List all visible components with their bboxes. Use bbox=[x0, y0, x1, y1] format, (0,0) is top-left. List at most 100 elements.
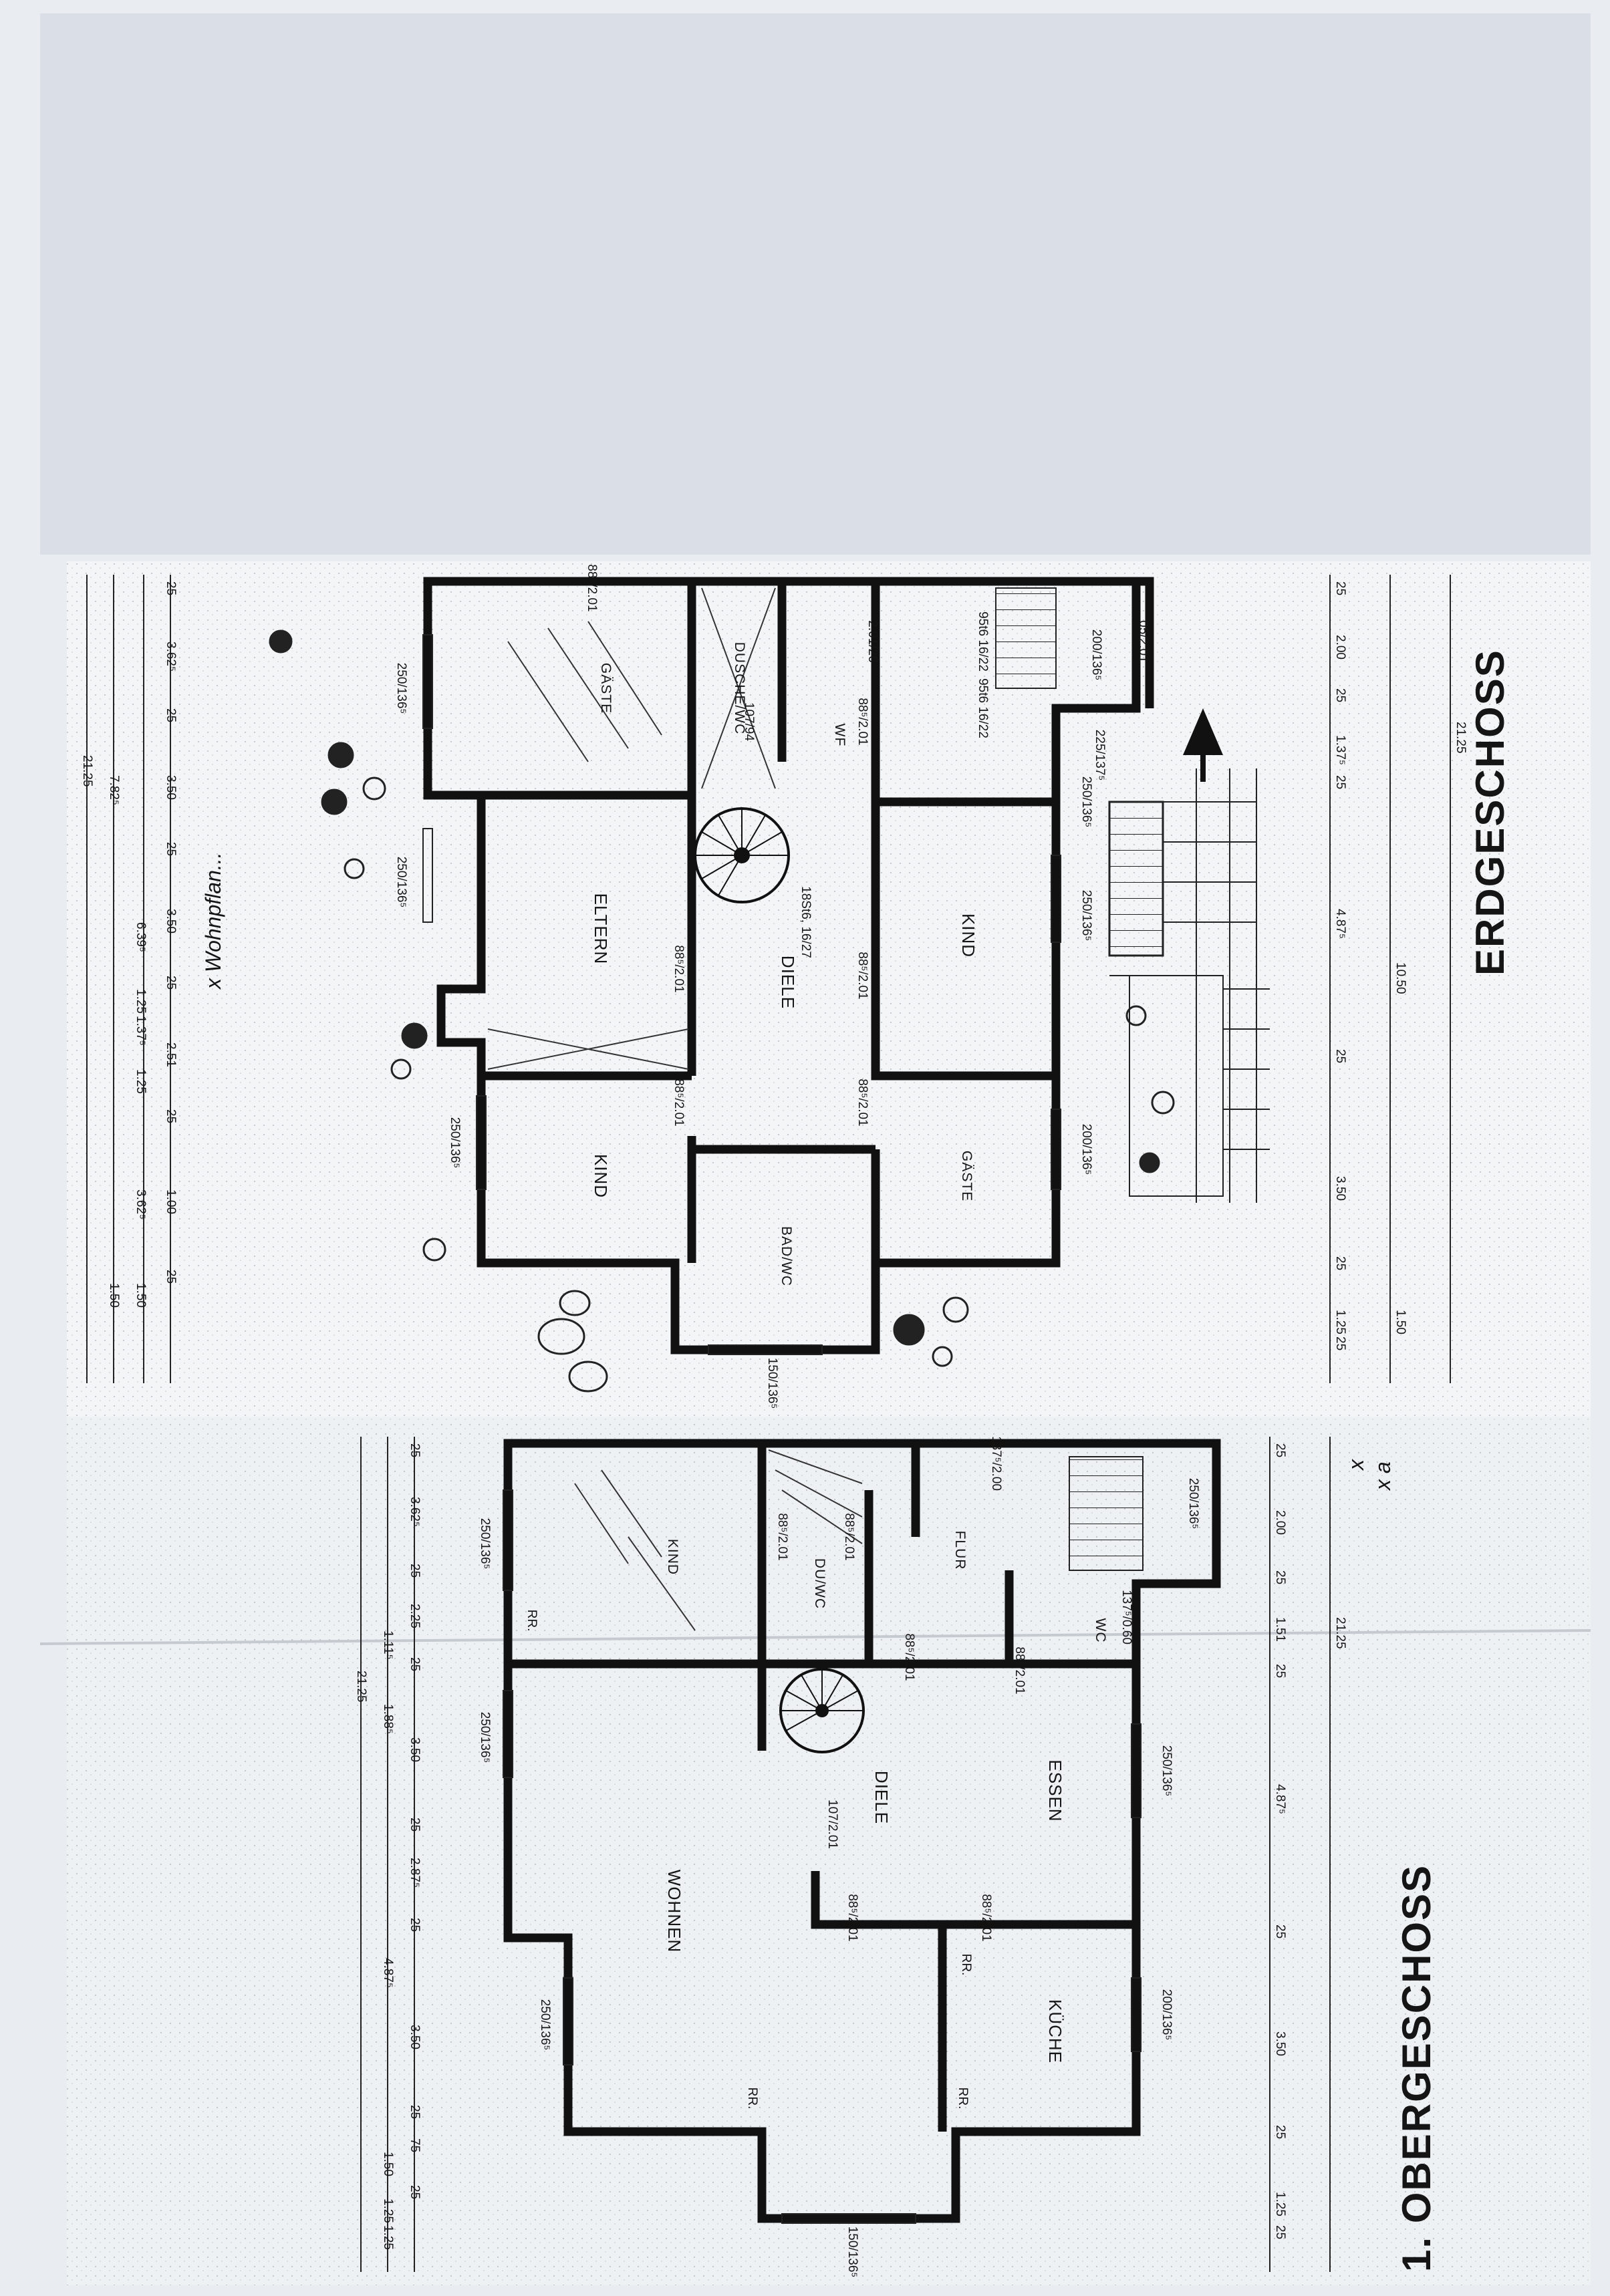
uf-dim-top1: 25 bbox=[408, 1818, 422, 1832]
entrance-arrow-icon bbox=[1183, 708, 1223, 755]
uf-door-label: 88⁵/2.01 bbox=[902, 1633, 916, 1681]
uf-dim-top2: 1.25 bbox=[381, 2198, 395, 2223]
uf-dim-top1: 25 bbox=[408, 1918, 422, 1932]
ground-planter bbox=[1109, 975, 1224, 1197]
uf-dim-top1: 25 bbox=[408, 2185, 422, 2199]
uf-dimension-lines bbox=[360, 1437, 1331, 2272]
uf-door-label: 88⁵/2.01 bbox=[1013, 1646, 1027, 1694]
ground-wall-bad bbox=[687, 1136, 880, 1263]
uf-dim-top1: 3.50 bbox=[408, 1737, 422, 1762]
gf-window-label: 250/136⁵ bbox=[448, 1117, 462, 1169]
gf-dim-top1: 2.51 bbox=[164, 1042, 178, 1067]
gf-room-wf: WF bbox=[832, 724, 847, 747]
upper-windows bbox=[503, 1489, 1142, 2224]
uf-rr-labels: RR. RR. RR. RR. bbox=[525, 1610, 973, 2110]
uf-door-label: 88⁵/2.01 bbox=[842, 1513, 856, 1560]
gf-door-label: 107/94 bbox=[742, 702, 756, 742]
uf-door-label: 88⁵/2.01 bbox=[775, 1513, 789, 1560]
gf-dim-top1: 1.00 bbox=[164, 1189, 178, 1214]
uf-dim-top2: 1.25 bbox=[381, 2225, 395, 2250]
gf-dim-bottom1: 3.50 bbox=[1333, 1176, 1347, 1201]
uf-window-labels: 250/136⁵ 250/136⁵ 250/136⁵ 250/136⁵ 200/… bbox=[478, 1478, 1200, 2278]
uf-dim-top2: 4.87⁵ bbox=[381, 1958, 395, 1988]
print-noise bbox=[67, 561, 1591, 2285]
uf-rr-label: RR. bbox=[956, 2088, 970, 2110]
uf-window-label: 200/136⁵ bbox=[1160, 1989, 1174, 2041]
uf-room-essen: ESSEN bbox=[1045, 1759, 1065, 1822]
gf-window-label: 200/136⁵ bbox=[1079, 1124, 1093, 1175]
uf-room-flur: FLUR bbox=[952, 1531, 968, 1570]
uf-dim-top-total: 21.25 bbox=[354, 1671, 368, 1703]
uf-dim-top1: 2.87⁵ bbox=[408, 1858, 422, 1888]
ground-wall-kind-gaste bbox=[871, 802, 1056, 1081]
upper-wall-diele bbox=[757, 1664, 1136, 1929]
uf-rr-label: RR. bbox=[745, 2088, 759, 2110]
uf-dim-top1: 25 bbox=[408, 1443, 422, 1457]
uf-dim-top2: 1.88⁵ bbox=[381, 1704, 395, 1734]
gf-room-gaste-bottom: GÄSTE bbox=[959, 1151, 974, 1201]
uf-room-wohnen: WOHNEN bbox=[664, 1870, 684, 1953]
gf-dim-bottom1: 4.87⁵ bbox=[1333, 909, 1347, 939]
gf-window-label: 250/136⁵ bbox=[1079, 776, 1093, 828]
gf-dim-top1: 25 bbox=[164, 1270, 178, 1284]
gf-window-label: 250/136⁵ bbox=[394, 857, 408, 908]
uf-dim-bottom1: 3.50 bbox=[1273, 2031, 1287, 2056]
uf-rr-label: RR. bbox=[525, 1610, 539, 1632]
uf-dims-top-row2: 1.50 1.25 1.25 4.87⁵ 1.88⁵ 1.11⁵ bbox=[381, 1630, 395, 2250]
gf-misc-labels: 95t6 16/22 95t6 16/22 225/137⁵ 05/2.01 2… bbox=[865, 611, 1150, 780]
gf-dim-top2: 1.50 bbox=[134, 1283, 148, 1308]
gf-dim-bottom1: 25 bbox=[1333, 1049, 1347, 1063]
uf-door-label: 88⁵/2.01 bbox=[845, 1894, 859, 1941]
uf-dim-top1: 2.25 bbox=[408, 1604, 422, 1628]
gf-dim-top1: 3.50 bbox=[164, 775, 178, 800]
uf-dim-top1: 25 bbox=[408, 1657, 422, 1671]
gf-dim-bottom1: 25 bbox=[1333, 688, 1347, 702]
uf-door-label: 107/2.01 bbox=[825, 1800, 839, 1849]
uf-dim-top2: 1.50 bbox=[381, 2152, 395, 2176]
handwritten-note: x Wohnpflan... bbox=[201, 852, 225, 990]
gf-misc-dim: 2.01/26 bbox=[865, 620, 880, 662]
uf-window-label: 250/136⁵ bbox=[478, 1712, 492, 1763]
gf-room-gaste-top: GÄSTE bbox=[598, 663, 614, 714]
handwritten-mark-x: x bbox=[1344, 1459, 1368, 1471]
gf-dim-top1: 25 bbox=[164, 976, 178, 990]
uf-dim-bottom1: 25 bbox=[1273, 2125, 1287, 2139]
uf-dim-top1: 3.62⁵ bbox=[408, 1497, 422, 1527]
uf-dim-bottom1: 25 bbox=[1273, 1443, 1287, 1457]
gf-dimension-lines bbox=[86, 575, 1451, 1383]
gf-dim-top1: 25 bbox=[164, 581, 178, 595]
gf-dim-bottom1: 1.37⁵ bbox=[1333, 735, 1347, 765]
gf-door-label: 88⁵/2.01 bbox=[855, 952, 869, 999]
gf-room-bad-wc: BAD/WC bbox=[779, 1226, 794, 1286]
upper-floor-title: 1. OBERGESCHOSS bbox=[1394, 1864, 1439, 2272]
gf-dim-top2: 1.25 bbox=[134, 989, 148, 1014]
uf-dim-top1: 25 bbox=[408, 1564, 422, 1578]
ground-spiral-stair bbox=[694, 807, 790, 903]
gf-dim-top1: 3.50 bbox=[164, 909, 178, 934]
gf-window-label: 200/136⁵ bbox=[1089, 629, 1103, 681]
handwritten-mark-xa: x a bbox=[1371, 1461, 1395, 1491]
ground-floor-title: ERDGESCHOSS bbox=[1468, 649, 1512, 976]
uf-room-kind: KIND bbox=[665, 1539, 680, 1575]
uf-dim-bottom1: 1.25 bbox=[1273, 2192, 1287, 2216]
gf-window-label: 88⁵/2.01 bbox=[585, 564, 599, 611]
uf-rr-label: RR. bbox=[959, 1954, 973, 1976]
gf-door-label: 88⁵/2.01 bbox=[672, 945, 686, 992]
uf-dim-bottom-total: 21.25 bbox=[1333, 1617, 1347, 1649]
gf-room-kind-right: KIND bbox=[958, 913, 978, 958]
gf-misc-dim: 225/137⁵ bbox=[1093, 730, 1107, 781]
gf-dim-top-total: 21.25 bbox=[80, 755, 94, 787]
uf-room-diele: DIELE bbox=[871, 1771, 892, 1824]
gf-dim-bottom2: 21.25 bbox=[1454, 722, 1468, 754]
gf-dim-bottom2: 10.50 bbox=[1393, 962, 1407, 994]
gf-dim-top2: 6.39⁵ bbox=[134, 922, 148, 952]
uf-window-label: 250/136⁵ bbox=[1186, 1478, 1200, 1530]
ground-exterior-wall bbox=[423, 577, 1141, 1354]
gf-dims-top-row2: 1.50 1.50 1.25 3.62⁵ 1.25 1.37⁵ 6.39⁵ 7.… bbox=[107, 775, 148, 1308]
gf-room-kind-left: KIND bbox=[591, 1154, 611, 1198]
gf-window-label: 150/136⁵ bbox=[765, 1358, 779, 1409]
uf-dim-bottom1: 1.51 bbox=[1273, 1617, 1287, 1642]
gf-stair-label: 18St6, 16/27 bbox=[799, 886, 813, 958]
gf-door-label: 88⁵/2.01 bbox=[855, 698, 869, 745]
